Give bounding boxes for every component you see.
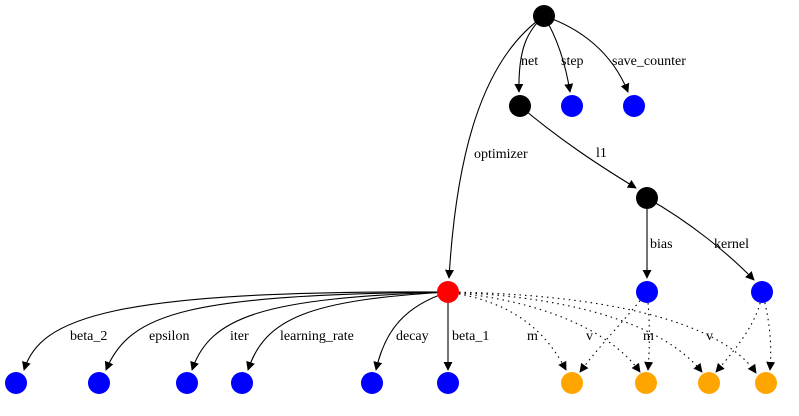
node-root bbox=[533, 5, 555, 27]
edge-labels-layer: net step save_counter optimizer l1 bias kernel… bbox=[70, 54, 749, 344]
edge-label-optimizer-to-iter: iter bbox=[230, 329, 249, 344]
node-step bbox=[561, 95, 583, 117]
edge-root-to-save_counter bbox=[543, 15, 630, 93]
edge-label-optimizer-to-beta_1: beta_1 bbox=[452, 329, 489, 344]
edge-optimizer-to-slot_kernel_m bbox=[447, 291, 703, 373]
node-slot-kernel-m bbox=[698, 372, 720, 394]
edge-label-optimizer-to-slot_bias_m: m bbox=[527, 329, 538, 344]
node-epsilon bbox=[88, 372, 110, 394]
edge-optimizer-to-decay bbox=[373, 291, 449, 371]
node-slot-bias-v bbox=[635, 372, 657, 394]
edge-label-root-to-step: step bbox=[561, 54, 584, 69]
edge-net-to-l1 bbox=[519, 105, 637, 189]
edge-optimizer-to-learning_rate bbox=[246, 291, 449, 371]
node-decay bbox=[361, 372, 383, 394]
edge-label-optimizer-to-slot_bias_v: v bbox=[586, 329, 593, 344]
node-optimizer bbox=[437, 281, 459, 303]
edge-label-optimizer-to-slot_kernel_m: m bbox=[643, 329, 654, 344]
node-beta-1 bbox=[437, 372, 459, 394]
edge-bias-to-slot_bias_m bbox=[579, 291, 648, 373]
edge-kernel-to-slot_kernel_v bbox=[761, 291, 776, 371]
edge-optimizer-to-epsilon bbox=[104, 291, 449, 371]
edge-optimizer-to-slot_bias_m bbox=[447, 291, 567, 371]
nodes-layer bbox=[5, 5, 777, 394]
edge-optimizer-to-beta_2 bbox=[22, 291, 449, 371]
node-net bbox=[509, 95, 531, 117]
node-slot-kernel-v bbox=[755, 372, 777, 394]
edge-label-root-to-net: net bbox=[521, 54, 538, 69]
edge-optimizer-to-iter bbox=[190, 291, 449, 371]
edge-label-optimizer-to-learning_rate: learning_rate bbox=[280, 329, 354, 344]
node-l1 bbox=[636, 187, 658, 209]
edge-label-root-to-optimizer: optimizer bbox=[474, 147, 528, 162]
edge-label-net-to-l1: l1 bbox=[596, 146, 607, 161]
node-iter bbox=[176, 372, 198, 394]
edge-label-optimizer-to-beta_2: beta_2 bbox=[70, 329, 107, 344]
edge-label-optimizer-to-epsilon: epsilon bbox=[149, 329, 189, 344]
edge-label-optimizer-to-slot_kernel_v: v bbox=[706, 329, 713, 344]
edge-l1-to-kernel bbox=[646, 197, 755, 281]
node-slot-bias-m bbox=[561, 372, 583, 394]
edge-root-to-optimizer bbox=[444, 15, 545, 279]
edge-label-root-to-save_counter: save_counter bbox=[612, 54, 686, 69]
node-save-counter bbox=[623, 95, 645, 117]
edge-label-l1-to-kernel: kernel bbox=[714, 237, 749, 252]
edge-kernel-to-slot_kernel_m bbox=[715, 291, 763, 373]
node-learning-rate bbox=[231, 372, 253, 394]
edge-optimizer-to-slot_kernel_v bbox=[447, 291, 757, 374]
node-kernel bbox=[751, 281, 773, 303]
edge-label-l1-to-bias: bias bbox=[650, 237, 673, 252]
edge-label-optimizer-to-decay: decay bbox=[396, 329, 429, 344]
edges-layer bbox=[22, 15, 776, 374]
node-beta-2 bbox=[5, 372, 27, 394]
node-bias bbox=[636, 281, 658, 303]
